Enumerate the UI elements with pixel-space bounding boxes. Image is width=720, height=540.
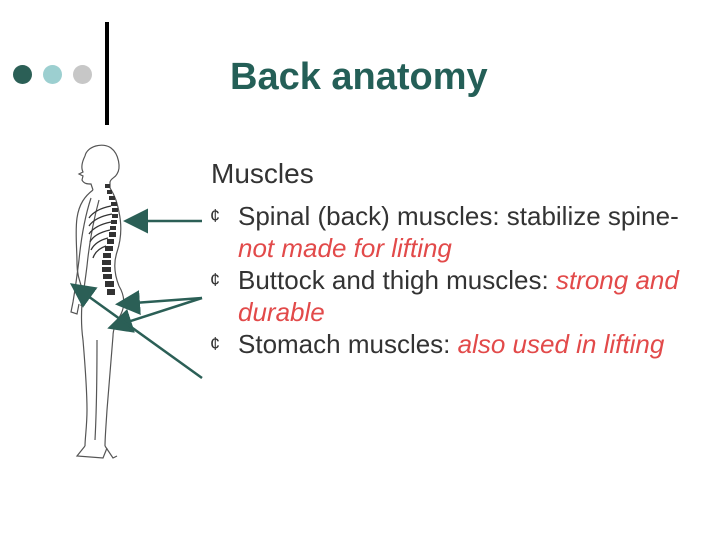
bullet-buttock-thigh-muscles: ¢ Buttock and thigh muscles: strong and … — [210, 264, 700, 328]
bullet-text: Stomach muscles: — [238, 329, 458, 359]
bullet-list: ¢ Spinal (back) muscles: stabilize spine… — [210, 200, 700, 360]
section-heading: Muscles — [211, 158, 314, 190]
open-circle-bullet-icon: ¢ — [210, 200, 220, 232]
bullet-text: Buttock and thigh muscles: — [238, 265, 556, 295]
bullet-stomach-muscles: ¢ Stomach muscles: also used in lifting — [210, 328, 700, 360]
bullet-highlight: not made for lifting — [238, 233, 452, 263]
open-circle-bullet-icon: ¢ — [210, 264, 220, 296]
bullet-highlight: also used in lifting — [458, 329, 665, 359]
open-circle-bullet-icon: ¢ — [210, 328, 220, 360]
bullet-text: Spinal (back) muscles: stabilize spine- — [238, 201, 679, 231]
bullet-spinal-muscles: ¢ Spinal (back) muscles: stabilize spine… — [210, 200, 700, 264]
